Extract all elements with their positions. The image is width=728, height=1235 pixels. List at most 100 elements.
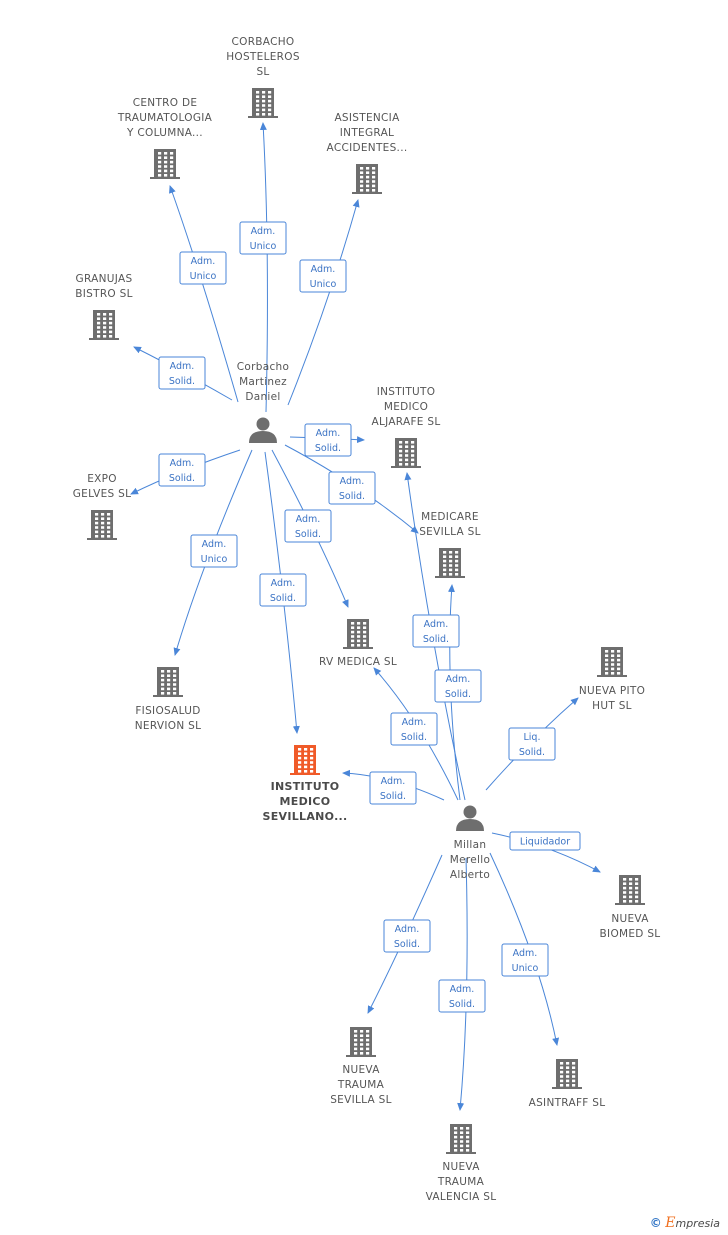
role-label-box: [412, 614, 460, 648]
node-asintraff[interactable]: ASINTRAFF SL: [529, 1059, 606, 1109]
building-window: [466, 1127, 470, 1130]
building-window: [170, 169, 174, 173]
building-window: [460, 1127, 464, 1130]
building-window: [109, 321, 113, 325]
node-rv_medica[interactable]: RV MEDICA SL: [319, 619, 397, 668]
building-window: [354, 1038, 358, 1042]
role-label-corbacho_person-to-corbacho_hosteleros[interactable]: Adm.Unico: [239, 221, 287, 255]
building-window: [366, 1038, 370, 1042]
building-window: [158, 160, 162, 164]
role-label-millan_person-to-nueva_pito_hut[interactable]: Liq.Solid.: [508, 727, 556, 761]
role-label-corbacho_person-to-instituto_aljarafe[interactable]: Adm.Solid.: [304, 423, 352, 457]
node-name-line: BIOMED SL: [600, 928, 661, 940]
node-name-line: INSTITUTO: [377, 386, 436, 398]
building-window: [101, 517, 105, 520]
building-window: [95, 517, 99, 520]
role-label-millan_person-to-asintraff[interactable]: Adm.Unico: [501, 943, 549, 977]
node-name-line: SEVILLA SL: [419, 526, 481, 538]
role-label-corbacho_person-to-rv_medica[interactable]: Adm.Solid.: [284, 509, 332, 543]
building-window: [411, 445, 415, 448]
building-window: [256, 91, 260, 94]
building-window: [161, 674, 165, 677]
building-icon: [346, 1027, 376, 1057]
node-asistencia_integral[interactable]: ASISTENCIAINTEGRALACCIDENTES...: [327, 112, 408, 194]
role-label-millan_person-to-instituto_aljarafe[interactable]: Adm.Solid.: [434, 669, 482, 703]
building-window: [101, 526, 105, 529]
building-window: [167, 678, 171, 682]
building-icon: [552, 1059, 582, 1089]
building-window: [97, 317, 101, 320]
building-window: [298, 770, 302, 773]
role-label-corbacho_person-to-asistencia_integral[interactable]: Adm.Unico: [299, 259, 347, 293]
role-label-millan_person-to-medicare_sevilla[interactable]: Adm.Solid.: [412, 614, 460, 648]
node-name-line: Corbacho: [237, 361, 289, 373]
building-window: [611, 654, 615, 657]
building-window: [164, 156, 168, 159]
building-window: [460, 1144, 464, 1148]
role-label-box: [390, 712, 438, 746]
building-window: [101, 513, 105, 516]
building-window: [357, 644, 361, 647]
building-window: [298, 748, 302, 751]
building-window: [256, 95, 260, 98]
role-label-box: [239, 221, 287, 255]
role-label-corbacho_person-to-expo_gelves[interactable]: Adm.Solid.: [158, 453, 206, 487]
building-window: [304, 770, 308, 773]
role-label-corbacho_person-to-fisiosalud_nervion[interactable]: Adm.Unico: [190, 534, 238, 568]
building-window: [357, 630, 361, 634]
building-window: [566, 1066, 570, 1069]
building-window: [109, 330, 113, 334]
role-label-box: [158, 356, 206, 390]
building-window: [629, 895, 633, 899]
role-label-millan_person-to-nueva_trauma_valencia[interactable]: Adm.Solid.: [438, 979, 486, 1013]
building-window: [103, 335, 107, 338]
building-window: [455, 564, 459, 567]
building-window: [455, 568, 459, 572]
copyright-symbol: ©: [649, 1216, 662, 1230]
building-window: [360, 184, 364, 188]
building-window: [623, 895, 627, 899]
building-window: [399, 445, 403, 448]
node-name-line: TRAUMA: [437, 1176, 485, 1188]
building-window: [366, 1030, 370, 1033]
role-label-corbacho_person-to-centro_traumatologia[interactable]: Adm.Unico: [179, 251, 227, 285]
node-name-line: Y COLUMNA...: [126, 127, 203, 139]
building-window: [363, 635, 367, 638]
node-name-line: MEDICO: [384, 401, 428, 413]
role-label-text: Solid.: [169, 473, 195, 484]
node-instituto_sevillano[interactable]: INSTITUTOMEDICOSEVILLANO...: [262, 745, 347, 823]
role-label-text: Unico: [512, 963, 539, 974]
building-window: [167, 674, 171, 677]
building-window: [298, 752, 302, 755]
role-label-millan_person-to-rv_medica[interactable]: Adm.Solid.: [390, 712, 438, 746]
building-window: [310, 770, 314, 773]
building-window: [411, 454, 415, 457]
role-label-corbacho_person-to-instituto_sevillano[interactable]: Adm.Solid.: [259, 573, 307, 607]
building-window: [405, 454, 409, 457]
building-window: [310, 761, 314, 764]
building-window: [399, 454, 403, 457]
role-label-millan_person-to-nueva_trauma_sevilla[interactable]: Adm.Solid.: [383, 919, 431, 953]
building-window: [454, 1135, 458, 1139]
node-name-line: NUEVA: [342, 1064, 380, 1076]
building-window: [97, 321, 101, 325]
role-label-millan_person-to-nueva_biomed[interactable]: Liquidador: [509, 831, 581, 851]
building-window: [103, 321, 107, 325]
role-label-corbacho_person-to-granujas_bistro[interactable]: Adm.Solid.: [158, 356, 206, 390]
role-label-corbacho_person-to-medicare_sevilla[interactable]: Adm.Solid.: [328, 471, 376, 505]
role-label-millan_person-to-instituto_sevillano[interactable]: Adm.Solid.: [369, 771, 417, 805]
